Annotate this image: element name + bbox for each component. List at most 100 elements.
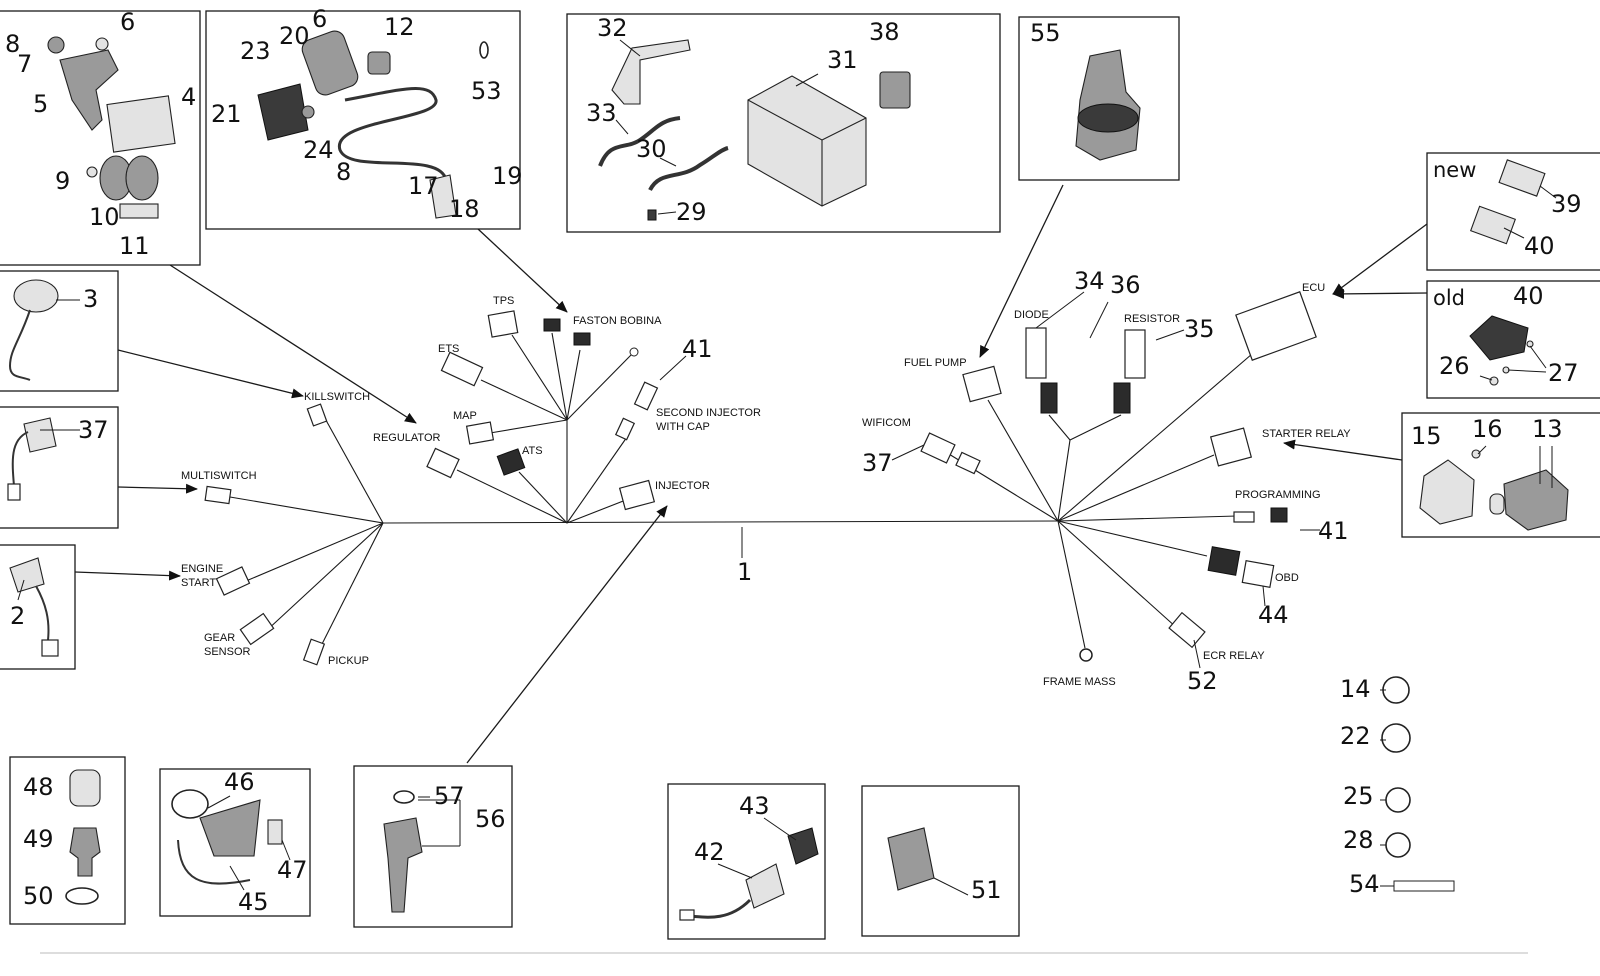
resistor-plug [1113,382,1131,414]
screw-16 [1471,449,1481,459]
ecr-relay-connector [1168,611,1206,649]
callout-27: 27 [1548,359,1579,387]
leader-lines [17,39,1557,896]
cable-43 [787,827,819,865]
tps-connector [487,310,519,338]
callout-48: 48 [23,773,54,801]
regulator-coil-b [125,155,159,201]
screw-29 [647,209,657,221]
injector-connector [618,479,656,511]
washer-27a [1526,340,1534,348]
label-diode: DIODE [1014,309,1049,321]
callout-12: 12 [384,13,415,41]
battery-cable-33 [598,116,681,167]
clip-28 [1385,832,1411,858]
cable-42 [745,863,785,909]
callout-35: 35 [1184,315,1215,343]
ecu-new-39 [1498,159,1546,197]
engine-start-2 [9,557,45,593]
label-wificom: WIFICOM [862,417,911,429]
box-temp-sensor [9,756,126,925]
clip-22 [1381,723,1411,753]
label-ecr-relay: ECR RELAY [1203,650,1265,662]
label-resistor: RESISTOR [1124,313,1180,325]
clip-25 [1385,787,1411,813]
label-engine-start-2: START [181,577,216,589]
starter-relay-15 [1419,459,1475,525]
ecu-old-40 [1469,315,1529,361]
faston-terminal [629,347,639,357]
starter-relay-cap [1489,493,1505,515]
tag-new: new [1433,158,1476,182]
battery-cable-30 [648,146,729,192]
label-programming: PROGRAMMING [1235,489,1321,501]
callout-24: 24 [303,136,334,164]
harness-connectors [204,291,1317,666]
callout-6b: 6 [312,5,327,33]
label-killswitch: KILLSWITCH [304,391,370,403]
battery-strap-32 [611,39,691,105]
main-harness [229,332,1253,653]
diode-plug [1040,382,1058,414]
multiswitch-wire [11,431,29,487]
cap-48 [69,769,101,807]
callout-17: 17 [408,172,439,200]
ecu-connector [1235,291,1317,361]
callout-52: 52 [1187,667,1218,695]
regulator-connector [426,447,460,479]
callout-3a: 3 [83,285,98,313]
regulator-body [106,95,176,153]
oring-57 [393,790,415,804]
sensor-wire-45 [177,839,251,885]
multiswitch-37 [23,417,57,453]
battery-top [747,99,867,206]
callout-21: 21 [211,100,242,128]
label-gear-sensor-2: SENSOR [204,646,251,658]
gear-sensor-connector [239,612,275,646]
label-gear-sensor-1: GEAR [204,632,235,644]
callout-55: 55 [1030,19,1061,47]
callout-40a: 40 [1524,232,1555,260]
map-connector [465,421,495,445]
resistor-body [1124,329,1146,379]
callout-18: 18 [449,195,480,223]
callout-13: 13 [1532,415,1563,443]
callout-25: 25 [1343,782,1374,810]
wificom-connector [920,432,956,464]
callout-57: 57 [434,782,465,810]
screw-9 [86,166,98,178]
ignition-coil-body [301,30,359,96]
second-injector-connector [633,381,659,411]
washer-50 [65,887,99,905]
ignition-plug-cap [429,174,457,219]
callout-50: 50 [23,882,54,910]
faston-bobina-connector-2 [573,332,591,346]
callout-16: 16 [1472,415,1503,443]
callout-33: 33 [586,99,617,127]
callout-19: 19 [492,162,523,190]
programming-plug [1270,507,1288,523]
callout-40b: 40 [1513,282,1544,310]
screw-26 [1489,376,1499,386]
callout-37a: 37 [78,416,109,444]
callout-9: 9 [55,167,70,195]
washer-24 [301,105,315,119]
label-second-injector-1: SECOND INJECTOR [656,407,761,419]
label-injector: INJECTOR [655,480,710,492]
fuel-pump-flange [1077,103,1139,133]
callout-30: 30 [636,135,667,163]
callout-14: 14 [1340,675,1371,703]
multiswitch-plug [7,483,21,501]
ats-connector [496,448,526,476]
regulator-bracket [59,49,119,131]
part-sketches [7,30,1569,921]
callout-54: 54 [1349,870,1380,898]
callout-6a: 6 [120,8,135,36]
callout-numbers: 1 2 3 4 5 6 6 7 8 8 9 10 11 12 13 14 15 … [5,5,1582,916]
engine-start-wire [35,585,50,641]
callout-51: 51 [971,876,1002,904]
callout-46: 46 [224,768,255,796]
label-map: MAP [453,410,477,422]
label-obd: OBD [1275,572,1299,584]
